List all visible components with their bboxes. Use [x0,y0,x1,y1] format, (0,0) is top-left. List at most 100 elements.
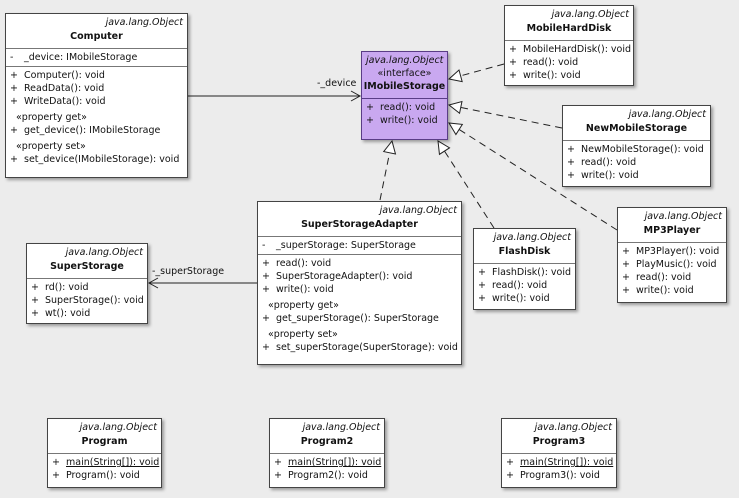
member-text: read(): void [380,102,436,113]
visibility-marker: + [509,57,517,68]
operation-row[interactable]: +read(): void [258,257,461,270]
realization-flashdisk-line[interactable] [437,140,495,229]
operation-row[interactable]: +rd(): void [27,281,147,294]
operation-row[interactable]: + main(String[]): void [48,456,161,469]
visibility-marker: + [274,470,282,481]
member-text: Program(): void [66,470,140,481]
member-text: read(): void [276,258,332,269]
operation-row[interactable]: +NewMobileStorage(): void [563,143,710,156]
operation-row[interactable]: +SuperStorage(): void [27,294,147,307]
visibility-marker: + [509,44,517,55]
member-text: wt(): void [45,308,91,319]
visibility-marker: + [622,259,630,270]
visibility-marker: + [509,70,517,81]
attribute-row[interactable]: -_device: IMobileStorage [6,51,187,64]
operations-section: + main(String[]): void + Program(): void [48,453,161,484]
visibility-marker: + [52,470,60,481]
operation-row[interactable]: +read(): void [563,156,710,169]
operation-row[interactable]: + get_superStorage(): SuperStorage [258,312,461,325]
member-text: ReadData(): void [24,83,105,94]
operation-row[interactable]: +write(): void [618,284,726,297]
realization-mobileharddisk-line[interactable] [448,63,505,80]
operation-row[interactable]: + wt(): void [27,307,147,320]
operations-section: +read(): void+write(): void [362,98,447,129]
property-group-label: «property get» [268,300,339,311]
operation-row[interactable]: +set_device(IMobileStorage): void [6,153,187,166]
visibility-marker: + [262,284,270,295]
visibility-marker: + [274,457,282,468]
operation-row[interactable]: +Program3(): void [502,469,616,482]
class-name: MP3Player [643,225,701,236]
member-text: rd(): void [45,282,89,293]
visibility-marker: + [10,70,18,81]
member-text: write(): void [492,293,550,304]
operation-row[interactable]: +Program2(): void [270,469,384,482]
member-text: get_superStorage(): SuperStorage [276,313,439,324]
operation-row[interactable]: +write(): void [362,114,447,127]
visibility-marker: + [10,83,18,94]
member-text: write(): void [581,170,639,181]
operation-row[interactable]: +write(): void [563,169,710,182]
visibility-marker: + [478,280,486,291]
operation-row[interactable]: +write(): void [505,69,633,82]
operation-row[interactable]: +PlayMusic(): void [618,258,726,271]
member-text: main(String[]): void [520,457,614,468]
operation-row[interactable]: +read(): void [362,101,447,114]
operation-row[interactable]: +main(String[]): void [502,456,616,469]
operation-row[interactable]: +write(): void [258,283,461,296]
operation-row[interactable]: +set_superStorage(SuperStorage): void [258,341,461,354]
operation-row[interactable]: +MP3Player(): void [618,245,726,258]
operation-row[interactable]: +FlashDisk(): void [474,266,575,279]
realization-mp3player-line[interactable] [448,122,618,231]
operation-row[interactable]: +WriteData(): void [6,95,187,108]
realization-mobileharddisk-arrowhead [447,69,463,83]
operation-row[interactable]: +get_device(): IMobileStorage [6,124,187,137]
member-text: SuperStorage(): void [45,295,144,306]
operation-row[interactable]: +read(): void [474,279,575,292]
operation-row[interactable]: +MobileHardDisk(): void [505,43,633,56]
operation-row[interactable]: + Program(): void [48,469,161,482]
operation-row[interactable]: + ReadData(): void [6,82,187,95]
association-adapter-superstorage-arrowhead [147,277,159,289]
interface-imobilestorage[interactable]: java.lang.Object«interface»IMobileStorag… [361,51,448,140]
visibility-marker: + [262,313,270,324]
attribute-row[interactable]: -_superStorage: SuperStorage [258,239,461,252]
operations-section: +main(String[]): void+Program2(): void [270,453,384,484]
visibility-marker: + [478,293,486,304]
operation-row[interactable]: +Computer(): void [6,69,187,82]
visibility-marker: + [31,308,39,319]
realization-newmobilestorage-line[interactable] [448,104,563,129]
stereotype-label: java.lang.Object [534,422,612,433]
visibility-marker: - [10,52,14,63]
edge-label-superstorage: -_superStorage [152,266,225,277]
property-group-label: «property set» [268,329,338,340]
operation-row[interactable]: + write(): void [474,292,575,305]
operations-section: +NewMobileStorage(): void+read(): void+w… [563,140,710,184]
member-text: main(String[]): void [66,457,160,468]
stereotype-label: java.lang.Object [379,205,457,216]
operations-section: +Computer(): void+ ReadData(): void+Write… [6,66,187,168]
operation-row[interactable]: +read(): void [505,56,633,69]
member-text: SuperStorageAdapter(): void [276,271,413,282]
operation-row[interactable]: +main(String[]): void [270,456,384,469]
class-name: NewMobileStorage [585,123,688,134]
member-text: _device: IMobileStorage [24,52,138,63]
class-name: IMobileStorage [363,81,446,92]
stereotype-label: java.lang.Object [105,17,183,28]
realization-mp3player-arrowhead [448,122,464,136]
visibility-marker: + [622,285,630,296]
operation-row[interactable]: +read(): void [618,271,726,284]
visibility-marker: + [52,457,60,468]
member-text: write(): void [380,115,438,126]
operation-row[interactable]: +SuperStorageAdapter(): void [258,270,461,283]
